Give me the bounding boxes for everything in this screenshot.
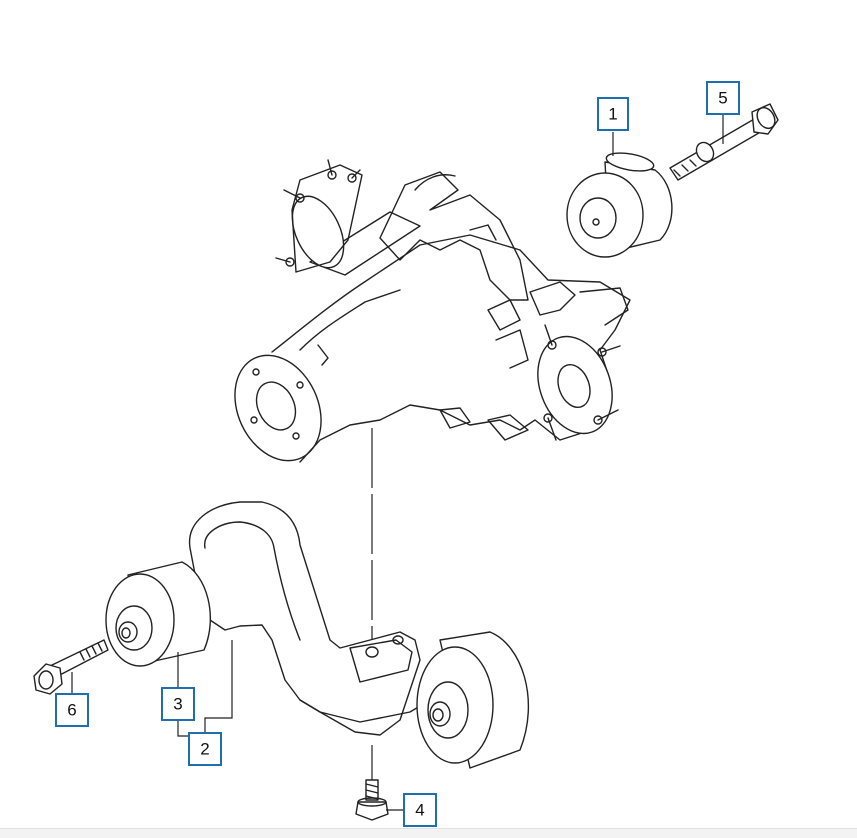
- differential-housing: [234, 159, 631, 463]
- callout-2: 2: [188, 732, 222, 766]
- callout-3-label: 3: [173, 695, 182, 714]
- callout-4: 4: [403, 793, 437, 827]
- callout-3: 3: [161, 687, 195, 721]
- rubber-bushing-part-3: [105, 561, 211, 667]
- rubber-bushing-right: [416, 631, 530, 769]
- bolt-part-4: [355, 779, 389, 821]
- leader-lines: [71, 114, 724, 811]
- callout-1: 1: [597, 97, 629, 131]
- callout-1-label: 1: [608, 105, 617, 124]
- rubber-bushing-part-1: [566, 152, 673, 258]
- callout-5: 5: [706, 81, 740, 115]
- bottom-scroll-strip: [0, 828, 857, 838]
- bolt-part-6: [33, 639, 109, 695]
- mounting-bracket-part-2: [188, 501, 431, 736]
- callout-6-label: 6: [67, 701, 76, 720]
- bolt-part-5: [669, 103, 779, 181]
- callout-6: 6: [55, 693, 89, 727]
- callout-4-label: 4: [415, 801, 424, 820]
- callout-5-label: 5: [718, 89, 727, 108]
- callout-2-label: 2: [200, 740, 209, 759]
